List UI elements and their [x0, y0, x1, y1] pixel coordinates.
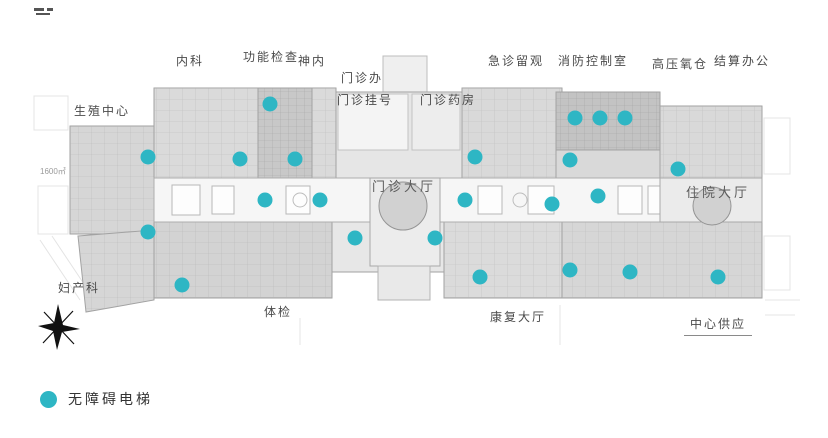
plan-label-zhuyuan-dating: 住院大厅 — [686, 185, 751, 200]
elevator-dot — [590, 188, 606, 204]
elevator-dot — [140, 149, 156, 165]
plan-label-shennei: 神内 — [298, 54, 327, 68]
elevator-dot — [140, 224, 156, 240]
elevator-dot — [592, 110, 608, 126]
legend: 无障碍电梯 — [40, 389, 153, 409]
elevator-dot — [562, 262, 578, 278]
plan-label-menzhen-yaofang: 门诊药房 — [420, 93, 477, 107]
inpatient-hall — [659, 177, 763, 226]
elevator-dot — [232, 151, 248, 167]
elevator-dot — [174, 277, 190, 293]
elevator-dot — [467, 149, 483, 165]
elevator-dot — [562, 152, 578, 168]
plan-label-zhongxin-gongying: 中心供应 — [684, 318, 753, 336]
plan-label-jiesuan-bangong: 结算办公 — [714, 54, 771, 68]
plan-label-shengzhi-zhongxin: 生殖中心 — [74, 104, 131, 118]
plan-label-gongneng-jiancha: 功能检查 — [243, 50, 300, 64]
elevator-dot — [312, 192, 328, 208]
plan-label-menzhen-guahao: 门诊挂号 — [337, 93, 394, 107]
plan-label-fuchanke: 妇产科 — [58, 281, 101, 295]
site-stamp — [34, 8, 53, 15]
plan-label-menzhen-dating: 门诊大厅 — [372, 179, 437, 194]
elevator-dot — [347, 230, 363, 246]
elevator-dot — [427, 230, 443, 246]
compass-icon — [38, 304, 80, 350]
elevator-dot — [287, 151, 303, 167]
plan-label-menzhenban: 门诊办 — [341, 71, 384, 85]
elevator-dot — [670, 161, 686, 177]
elevator-dot — [257, 192, 273, 208]
plan-label-tijian: 体检 — [264, 305, 293, 319]
plan-label-area-note: 1600㎡ — [40, 167, 66, 176]
accessible-elevator-legend-icon — [40, 390, 57, 408]
legend-label: 无障碍电梯 — [68, 391, 153, 407]
outpatient-hall — [369, 177, 441, 301]
main-corridor — [153, 177, 763, 223]
plan-label-kangfu-dating: 康复大厅 — [490, 310, 547, 324]
elevator-dot — [710, 269, 726, 285]
elevator-dot — [622, 264, 638, 280]
elevator-dot — [262, 96, 278, 112]
elevator-dot — [567, 110, 583, 126]
elevator-dot — [457, 192, 473, 208]
plan-label-xiaofang-kongzhishi: 消防控制室 — [558, 54, 629, 68]
plan-label-neike: 内科 — [176, 54, 205, 68]
elevator-dot — [617, 110, 633, 126]
plan-label-jizhen-liuguan: 急诊留观 — [488, 54, 545, 68]
plan-label-gaoya-yangcang: 高压氧仓 — [652, 57, 709, 71]
elevator-dot — [544, 196, 560, 212]
elevator-dot — [472, 269, 488, 285]
